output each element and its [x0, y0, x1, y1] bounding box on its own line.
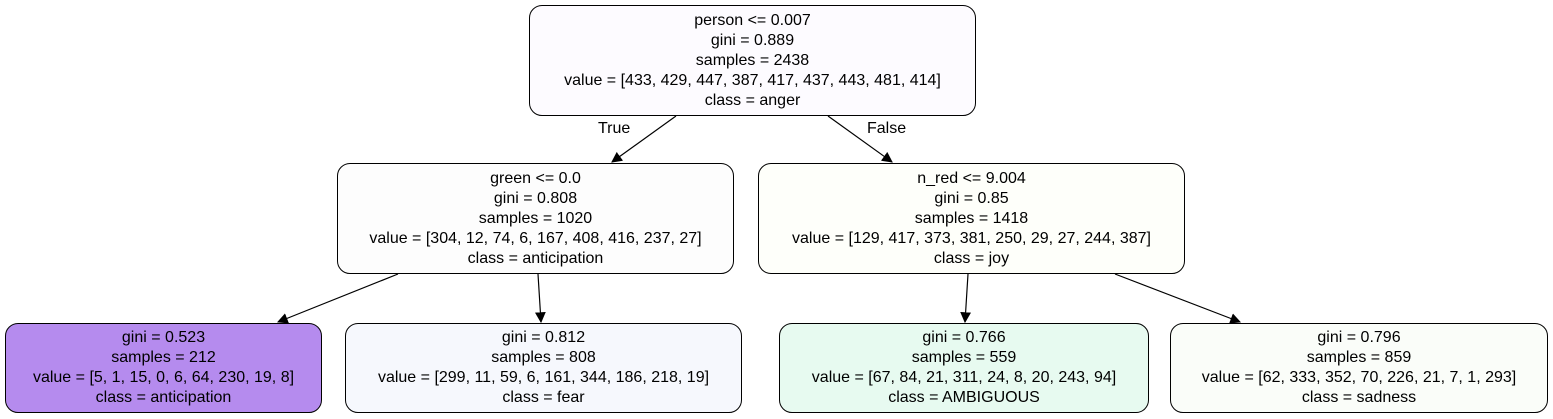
edge-right-leaf3 [960, 273, 971, 324]
tree-node-right: n_red <= 9.004 gini = 0.85 samples = 141… [758, 163, 1185, 274]
node-value: value = [299, 11, 59, 6, 161, 344, 186, … [377, 369, 710, 386]
node-gini: gini = 0.889 [710, 31, 795, 49]
tree-leaf-4: gini = 0.796 samples = 859 value = [62, … [1170, 323, 1548, 413]
tree-leaf-2: gini = 0.812 samples = 808 value = [299,… [345, 323, 742, 413]
node-class: class = anticipation [95, 389, 232, 406]
node-gini: gini = 0.766 [922, 329, 1006, 346]
node-value: value = [433, 429, 447, 387, 417, 437, 4… [564, 71, 941, 89]
tree-leaf-3: gini = 0.766 samples = 559 value = [67, … [779, 323, 1149, 413]
node-gini: gini = 0.796 [1317, 329, 1401, 346]
node-value: value = [129, 417, 373, 381, 250, 29, 27… [792, 229, 1151, 247]
node-class: class = anger [704, 91, 801, 109]
tree-leaf-1: gini = 0.523 samples = 212 value = [5, 1… [5, 323, 322, 413]
node-gini: gini = 0.812 [501, 329, 586, 346]
node-value: value = [304, 12, 74, 6, 167, 408, 416, … [369, 229, 702, 247]
tree-node-left: green <= 0.0 gini = 0.808 samples = 1020… [337, 163, 734, 274]
node-samples: samples = 212 [111, 349, 216, 366]
node-samples: samples = 559 [911, 349, 1017, 366]
tree-node-root: person <= 0.007 gini = 0.889 samples = 2… [529, 5, 976, 116]
node-split: green <= 0.0 [490, 169, 581, 187]
edge-root-left [611, 115, 677, 163]
node-samples: samples = 1418 [914, 209, 1029, 227]
edge-right-leaf4 [1114, 273, 1242, 324]
node-samples: samples = 808 [491, 349, 596, 366]
node-gini: gini = 0.808 [493, 189, 578, 207]
node-samples: samples = 1020 [478, 209, 593, 227]
node-class: class = anticipation [467, 249, 604, 267]
node-split: n_red <= 9.004 [917, 169, 1026, 187]
node-class: class = sadness [1301, 389, 1417, 406]
node-value: value = [5, 1, 15, 0, 6, 64, 230, 19, 8] [32, 369, 295, 386]
node-class: class = AMBIGUOUS [888, 389, 1040, 406]
node-value: value = [62, 333, 352, 70, 226, 21, 7, 1… [1201, 369, 1517, 386]
edge-label-true: True [598, 120, 631, 137]
edge-root-right [827, 115, 893, 163]
node-gini: gini = 0.85 [934, 189, 1009, 207]
edge-label-false: False [867, 120, 907, 137]
node-class: class = joy [933, 249, 1010, 267]
node-samples: samples = 859 [1306, 349, 1412, 366]
edge-left-leaf2 [535, 273, 546, 324]
node-samples: samples = 2438 [695, 51, 810, 69]
edge-left-leaf1 [276, 273, 399, 324]
node-class: class = fear [502, 389, 585, 406]
node-split: person <= 0.007 [694, 11, 811, 29]
node-gini: gini = 0.523 [121, 329, 206, 346]
node-value: value = [67, 84, 21, 311, 24, 8, 20, 243… [811, 369, 1117, 386]
